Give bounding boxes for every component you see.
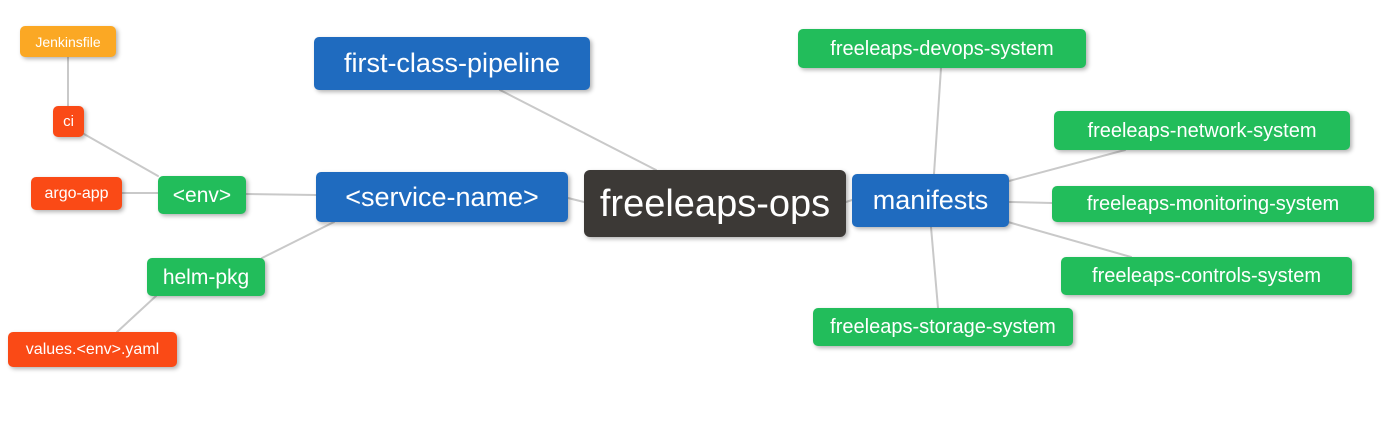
edge-helm-pkg--service-name: [261, 221, 335, 259]
edge-ci--env: [83, 133, 159, 177]
node-freeleaps-network-system[interactable]: freeleaps-network-system: [1054, 111, 1350, 150]
node-freeleaps-monitoring-system[interactable]: freeleaps-monitoring-system: [1052, 186, 1374, 222]
node-service-name[interactable]: <service-name>: [316, 172, 568, 222]
edge-first-class-pipeline--freeleaps-ops: [499, 89, 657, 171]
node-freeleaps-ops[interactable]: freeleaps-ops: [584, 170, 846, 237]
edge-manifests--freeleaps-network-system: [1008, 149, 1126, 182]
node-ci[interactable]: ci: [53, 106, 84, 137]
edge-freeleaps-ops--manifests: [845, 199, 853, 203]
edge-manifests--freeleaps-monitoring-system: [1008, 201, 1053, 204]
edge-manifests--freeleaps-controls-system: [1007, 221, 1132, 258]
node-jenkinsfile[interactable]: Jenkinsfile: [20, 26, 116, 57]
node-env[interactable]: <env>: [158, 176, 246, 214]
edge-manifests--freeleaps-storage-system: [930, 226, 939, 309]
node-manifests[interactable]: manifests: [852, 174, 1009, 227]
edge-env--service-name: [245, 193, 317, 196]
edge-service-name--freeleaps-ops: [567, 197, 585, 203]
node-argo-app[interactable]: argo-app: [31, 177, 122, 210]
node-first-class-pipeline[interactable]: first-class-pipeline: [314, 37, 590, 90]
edge-manifests--freeleaps-devops-system: [933, 67, 942, 175]
node-helm-pkg[interactable]: helm-pkg: [147, 258, 265, 296]
node-values-env-yaml[interactable]: values.<env>.yaml: [8, 332, 177, 367]
node-freeleaps-storage-system[interactable]: freeleaps-storage-system: [813, 308, 1073, 346]
edge-helm-pkg--values-env-yaml: [116, 295, 157, 333]
node-freeleaps-controls-system[interactable]: freeleaps-controls-system: [1061, 257, 1352, 295]
node-freeleaps-devops-system[interactable]: freeleaps-devops-system: [798, 29, 1086, 68]
